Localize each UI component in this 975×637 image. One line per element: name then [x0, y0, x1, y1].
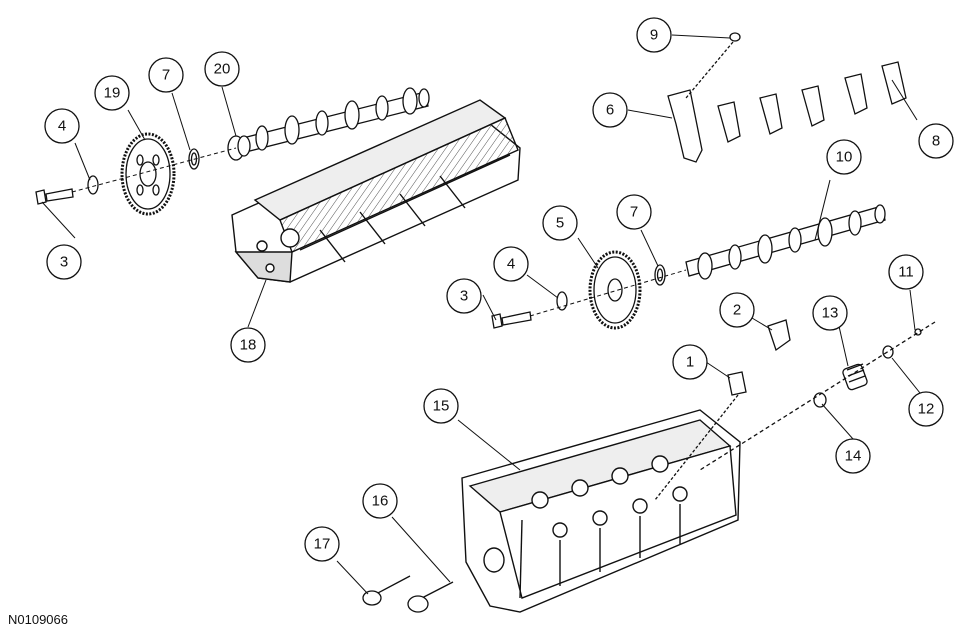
svg-text:13: 13	[822, 305, 839, 322]
camshaft-upper	[234, 87, 430, 155]
svg-text:11: 11	[898, 264, 914, 281]
svg-text:4: 4	[58, 118, 66, 135]
svg-text:9: 9	[650, 27, 658, 44]
callout-4-lower: 4	[493, 246, 529, 282]
sprocket-lower	[588, 250, 642, 330]
svg-text:14: 14	[845, 448, 862, 465]
svg-text:6: 6	[606, 102, 614, 119]
callout-7-lower: 7	[616, 194, 652, 230]
callout-18: 18	[230, 327, 266, 363]
figure-code-label: N0109066	[8, 612, 68, 627]
roller-follower	[767, 319, 791, 352]
svg-text:8: 8	[932, 133, 940, 150]
svg-text:7: 7	[162, 67, 170, 84]
washer-4-upper	[87, 175, 99, 195]
callout-19: 19	[94, 75, 130, 111]
callout-3-lower: 3	[446, 278, 482, 314]
svg-text:2: 2	[733, 302, 741, 319]
svg-text:16: 16	[372, 493, 389, 510]
camshaft-bearing-caps	[667, 61, 907, 163]
svg-text:3: 3	[460, 288, 468, 305]
svg-text:10: 10	[836, 149, 853, 166]
cylinder-head-lower	[461, 409, 741, 613]
lash-adjuster	[654, 371, 747, 501]
svg-text:20: 20	[214, 61, 231, 78]
valve-intake	[362, 575, 411, 606]
callout-7-upper: 7	[148, 57, 184, 93]
bolt-lower	[491, 311, 532, 329]
callout-12: 12	[908, 391, 944, 427]
callout-20: 20	[204, 51, 240, 87]
callout-4-upper: 4	[44, 108, 80, 144]
valve-spring	[842, 363, 868, 391]
callout-3-upper: 3	[46, 244, 82, 280]
callout-17: 17	[304, 526, 340, 562]
callouts: 1 2 3 3 4 4 5 6 7 7 8 9 10 11 12 13 14 1…	[44, 17, 954, 562]
bolt-upper	[35, 188, 74, 205]
svg-text:12: 12	[918, 401, 935, 418]
callout-14: 14	[835, 438, 871, 474]
callout-6: 6	[592, 92, 628, 128]
camshaft-spacer-upper	[227, 135, 251, 161]
callout-1: 1	[672, 344, 708, 380]
svg-text:4: 4	[507, 256, 515, 273]
svg-text:5: 5	[556, 215, 564, 232]
svg-text:3: 3	[60, 254, 68, 271]
svg-text:1: 1	[686, 354, 694, 371]
callout-15: 15	[423, 388, 459, 424]
cylinder-head-upper	[231, 99, 521, 283]
bolt-9	[685, 32, 741, 99]
svg-text:7: 7	[630, 204, 638, 221]
axis-line-upper	[71, 147, 237, 193]
sprocket-upper	[120, 132, 176, 216]
callout-8: 8	[918, 123, 954, 159]
callout-2: 2	[719, 292, 755, 328]
callout-10: 10	[826, 139, 862, 175]
valve-exhaust	[407, 581, 454, 613]
callout-5: 5	[542, 205, 578, 241]
svg-text:19: 19	[104, 85, 121, 102]
callout-16: 16	[362, 483, 398, 519]
valve-spring-seat	[699, 321, 936, 471]
callout-11: 11	[888, 254, 924, 290]
callout-9: 9	[636, 17, 672, 53]
washer-lower	[654, 264, 666, 286]
axis-line-lower	[529, 269, 687, 317]
camshaft-lower	[685, 204, 886, 280]
svg-text:17: 17	[314, 536, 331, 553]
svg-text:18: 18	[240, 337, 257, 354]
svg-text:15: 15	[433, 398, 450, 415]
leader-lines	[41, 34, 921, 595]
callout-13: 13	[812, 295, 848, 331]
